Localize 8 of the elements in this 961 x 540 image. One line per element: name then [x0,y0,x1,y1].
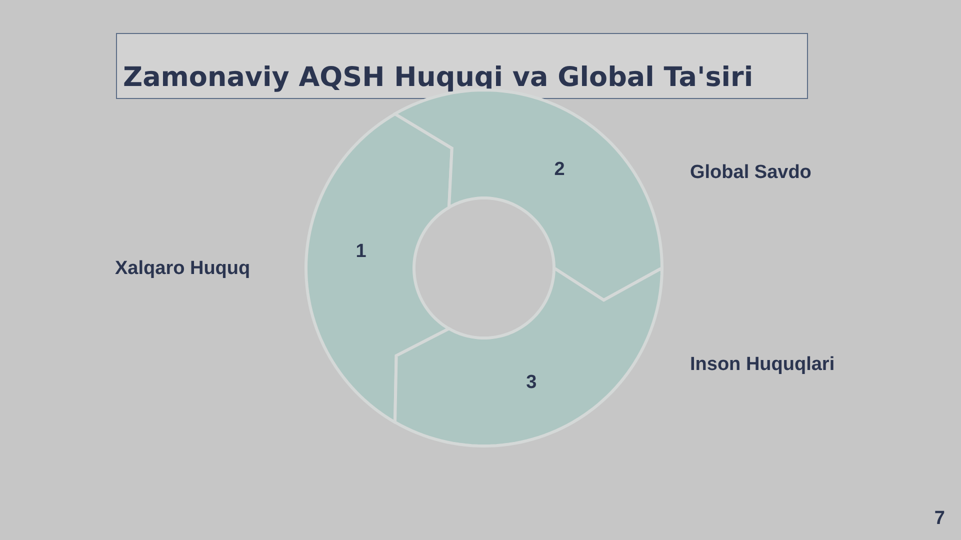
segment-label: Global Savdo [690,162,812,184]
segment-label: Xalqaro Huquq [115,258,250,280]
segment-label: Inson Huquqlari [690,354,835,376]
page-number: 7 [934,508,945,530]
segment-number: 3 [526,372,537,394]
segment-number: 2 [554,158,565,181]
title: Zamonaviy AQSH Huquqi va Global Ta'siri [123,62,754,92]
segment-number: 1 [356,240,366,263]
